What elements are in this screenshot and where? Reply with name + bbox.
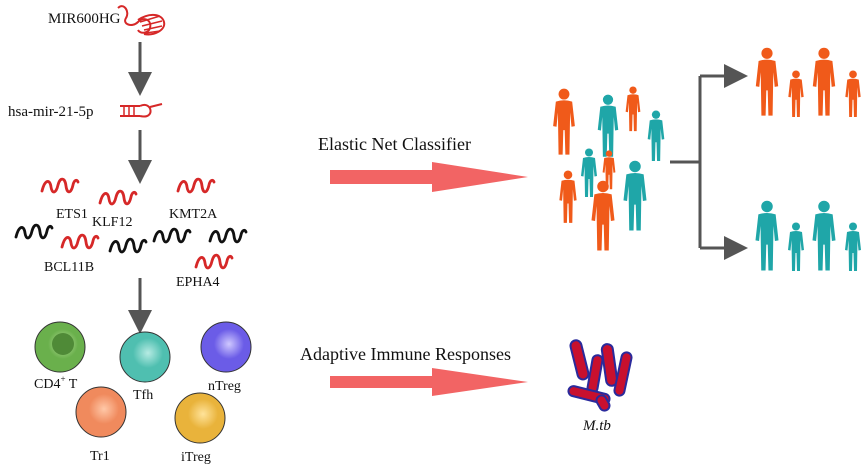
gene-label-bcl11b: BCL11B (44, 260, 94, 275)
gene-label-kmt2a: KMT2A (169, 207, 218, 222)
coil-black-4 (208, 227, 248, 244)
person-orange-1 (553, 88, 575, 155)
coil-red-5 (194, 253, 234, 270)
gene-label-ets1: ETS1 (56, 207, 88, 222)
person-teal-g1 (755, 200, 779, 271)
person-orange-g3 (812, 47, 836, 116)
person-orange-g2 (788, 70, 804, 118)
cell-itreg (174, 392, 226, 444)
coil-red-4 (60, 233, 100, 250)
person-orange-4 (559, 170, 577, 223)
person-teal-1 (597, 94, 619, 157)
person-orange-5 (591, 180, 615, 251)
person-teal-g3 (812, 200, 836, 271)
immune-arrow (330, 368, 528, 396)
cell-label-itreg: iTreg (181, 450, 211, 465)
gene-label-epha4: EPHA4 (176, 275, 220, 290)
person-orange-g4 (845, 70, 861, 118)
person-teal-2 (647, 110, 665, 161)
classifier-label: Elastic Net Classifier (318, 134, 471, 154)
coil-black-1 (14, 223, 54, 240)
person-orange-2 (625, 86, 641, 132)
mtb-bacteria-icon (567, 339, 633, 412)
split-connector (670, 64, 748, 260)
immune-label: Adaptive Immune Responses (300, 344, 511, 364)
person-teal-4 (623, 160, 647, 231)
coil-red-2 (98, 189, 138, 206)
lncrna-label: MIR600HG (48, 11, 121, 27)
person-teal-g4 (845, 222, 861, 271)
cell-ntreg (200, 321, 252, 373)
person-teal-3 (581, 148, 597, 197)
gene-label-klf12: KLF12 (92, 215, 132, 230)
cell-cd4-t (34, 321, 86, 373)
coil-black-3 (152, 227, 192, 244)
group-teal (755, 200, 861, 271)
mirna-icon (120, 103, 163, 118)
coil-red-1 (40, 177, 80, 194)
mirna-label: hsa-mir-21-5p (8, 104, 94, 120)
person-orange-g1 (755, 47, 779, 116)
classifier-arrow (330, 162, 528, 192)
cell-label-ntreg: nTreg (208, 379, 241, 394)
cell-label-tfh: Tfh (133, 388, 153, 403)
lncrna-icon (117, 5, 166, 36)
cell-tfh (119, 331, 171, 383)
group-orange (755, 47, 861, 118)
cell-tr1 (75, 386, 127, 438)
cell-label-cd4-t: CD4+ T (34, 374, 78, 392)
person-teal-g2 (788, 222, 804, 271)
patient-cluster (553, 86, 665, 251)
cell-label-tr1: Tr1 (90, 449, 110, 464)
mtb-label: M.tb (582, 418, 611, 434)
coil-red-3 (176, 177, 216, 194)
coil-black-2 (108, 237, 148, 254)
